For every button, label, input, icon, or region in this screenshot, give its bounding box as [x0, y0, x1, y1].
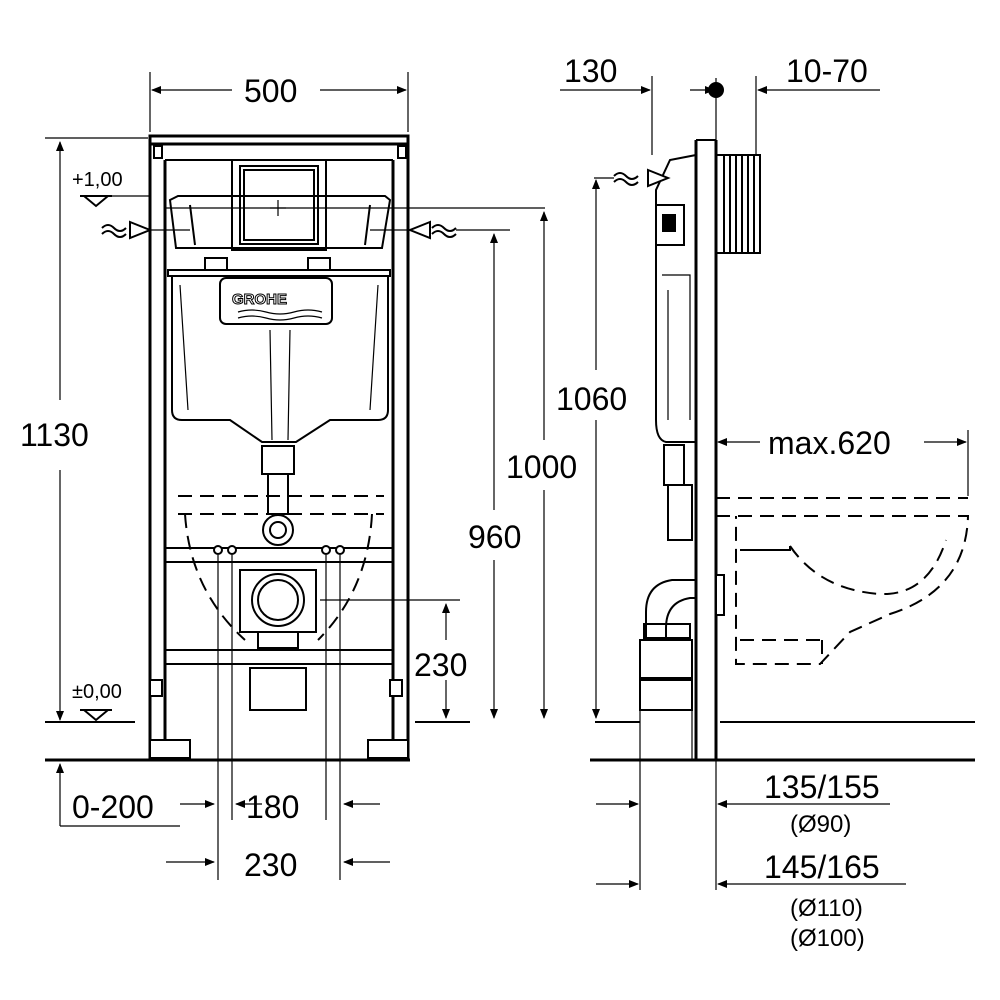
water-inlet-left — [101, 220, 190, 240]
water-inlet-right — [370, 220, 510, 240]
dim-1060: 1060 — [556, 179, 627, 719]
dim-max-620: max.620 — [717, 425, 969, 496]
bowl-outline-front — [178, 495, 384, 641]
svg-text:(Ø110): (Ø110) — [790, 895, 863, 922]
svg-text:960: 960 — [468, 519, 521, 555]
svg-text:1060: 1060 — [556, 381, 627, 417]
dim-drain-145-165: 145/165 (Ø110) (Ø100) — [596, 849, 906, 952]
foot-right — [367, 739, 409, 759]
svg-text:500: 500 — [244, 73, 297, 109]
level-mark-top: +1,00 — [72, 169, 150, 208]
level-mark-zero: ±0,00 — [72, 681, 122, 722]
svg-text:±0,00: ±0,00 — [72, 681, 122, 703]
dim-bolt-230: 230 — [166, 847, 390, 883]
dim-bolt-180: 180 — [235, 789, 380, 825]
dim-adjust-0-200: 0-200 — [56, 763, 215, 827]
svg-text:230: 230 — [414, 647, 467, 683]
dim-drain-135-155: 135/155 (Ø90) — [596, 760, 890, 890]
actuator-plate — [165, 159, 545, 251]
drain-bend-front — [239, 569, 460, 711]
svg-text:230: 230 — [244, 847, 297, 883]
mounting-bolts — [213, 545, 345, 880]
svg-text:180: 180 — [246, 789, 299, 825]
svg-text:1000: 1000 — [506, 449, 577, 485]
dim-width-500: 500 — [149, 72, 409, 132]
cistern: GROHE — [167, 195, 392, 443]
dim-offset-130: 130 — [560, 53, 651, 94]
dim-960: 960 — [468, 233, 521, 719]
cistern-side — [655, 154, 697, 541]
wall-panel — [715, 154, 761, 254]
drain-pipe-side — [639, 579, 696, 890]
svg-text:(Ø90): (Ø90) — [790, 811, 851, 838]
foot-left — [149, 739, 191, 759]
svg-text:135/155: 135/155 — [764, 769, 880, 805]
dim-1000: 1000 — [506, 211, 577, 719]
svg-text:(Ø100): (Ø100) — [790, 925, 865, 952]
svg-text:1130: 1130 — [20, 417, 89, 453]
svg-text:145/165: 145/165 — [764, 849, 880, 885]
water-inlet-side — [594, 168, 671, 188]
svg-text:10-70: 10-70 — [786, 53, 868, 89]
bowl-outline-side — [716, 497, 970, 665]
dim-height-1130: 1130 — [20, 137, 148, 721]
frame — [148, 134, 410, 760]
front-view: GROHE — [20, 72, 577, 883]
frame-side — [694, 139, 725, 760]
svg-text:0-200: 0-200 — [72, 789, 154, 825]
brand-logo: GROHE — [232, 291, 287, 308]
dim-wall-10-70: 10-70 — [690, 53, 880, 94]
svg-text:130: 130 — [564, 53, 617, 89]
svg-text:+1,00: +1,00 — [72, 169, 123, 191]
svg-text:max.620: max.620 — [768, 425, 891, 461]
brand-plate — [219, 277, 333, 325]
dim-drain-230: 230 — [414, 603, 467, 719]
side-view: 130 10-70 1060 max.620 135/155 (Ø90) — [556, 53, 975, 952]
